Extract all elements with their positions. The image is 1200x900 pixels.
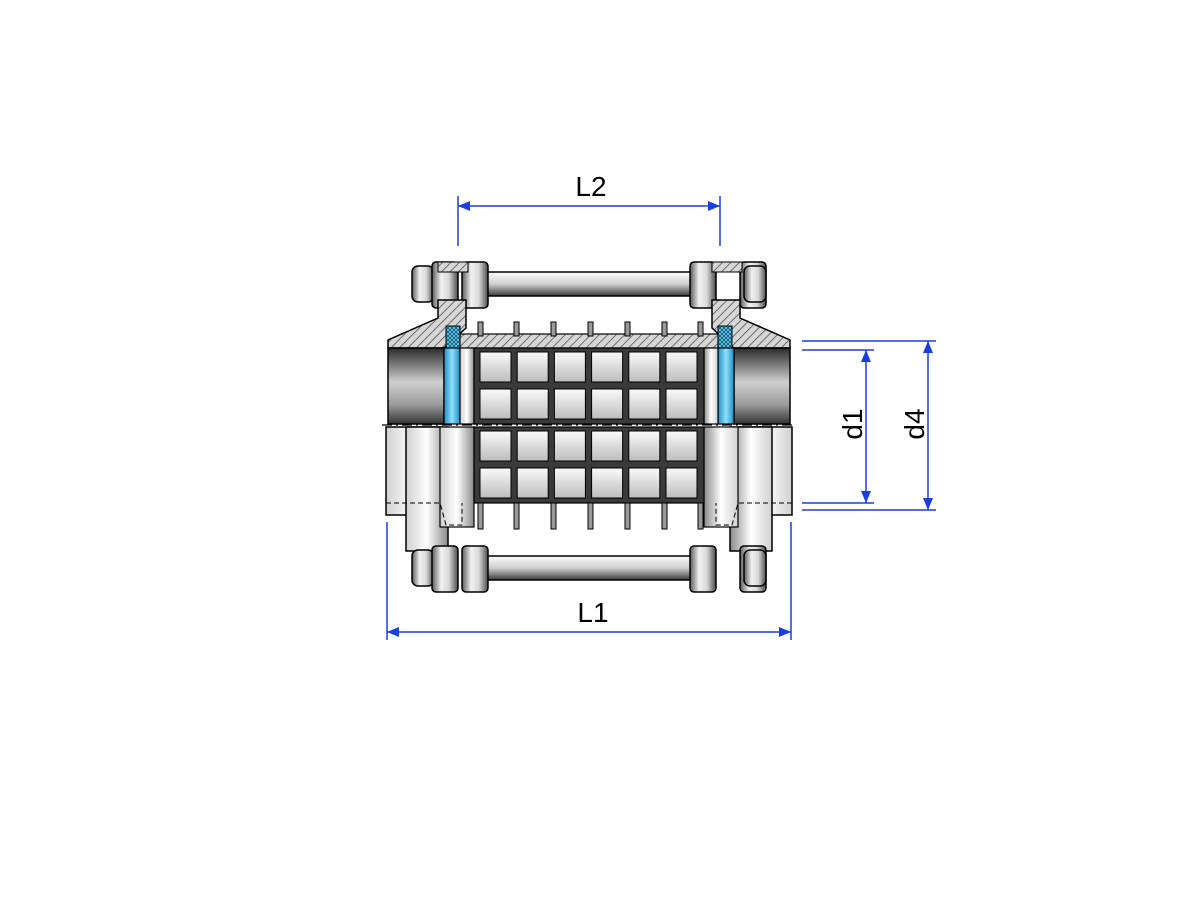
basket-right-ring-upper [703, 347, 719, 425]
basket-grid-cell [553, 467, 586, 499]
basket-grid-cell [479, 388, 512, 420]
d4-label: d4 [899, 408, 930, 439]
basket-fin [624, 502, 631, 530]
bottom-right-nut-inner [689, 545, 717, 593]
basket-grid-cell [591, 388, 624, 420]
dimension-d4: d4 [802, 340, 936, 511]
left-seal [443, 347, 461, 425]
top-right-flange-hatch [711, 261, 743, 273]
basket-grid-lower [479, 430, 698, 499]
hidden-edge-left [386, 502, 463, 526]
basket-grid-cell [591, 467, 624, 499]
basket-fin [587, 502, 594, 530]
dimension-L2: L2 [457, 171, 721, 246]
bottom-left-bolt-end [411, 549, 435, 587]
basket-grid-cell [553, 430, 586, 462]
basket-fin [624, 321, 631, 337]
basket-grid-cell [665, 467, 698, 499]
basket-grid-cell [516, 467, 549, 499]
bottom-right-bolt-end [743, 549, 767, 587]
basket-fin [697, 502, 704, 530]
basket-grid-cell [591, 351, 624, 383]
basket-grid-cell [553, 351, 586, 383]
top-bolt-assembly [411, 261, 767, 309]
basket-fin [587, 321, 594, 337]
lower-exterior [385, 426, 793, 552]
L1-label: L1 [577, 597, 608, 628]
bottom-tie-rod [484, 555, 696, 581]
basket-fin [513, 502, 520, 530]
basket-fin [477, 502, 484, 530]
basket-grid-cell [479, 430, 512, 462]
bottom-left-nut-outer [431, 545, 459, 593]
basket-fin [697, 321, 704, 337]
basket-grid-cell [628, 430, 661, 462]
right-seal-ring [717, 325, 733, 349]
basket-fin [661, 321, 668, 337]
basket-grid-cell [665, 351, 698, 383]
top-right-nut-inner [689, 261, 717, 309]
basket-grid-cell [628, 388, 661, 420]
top-left-nut-inner [461, 261, 489, 309]
basket-grid-cell [516, 388, 549, 420]
basket-grid-cell [665, 430, 698, 462]
hidden-edge-right [715, 502, 792, 526]
basket-fins-top [477, 321, 704, 337]
dimension-L1: L1 [386, 522, 792, 640]
basket-fin [550, 321, 557, 337]
basket-fins-bottom [477, 502, 704, 530]
basket-fin [513, 321, 520, 337]
basket-fin [477, 321, 484, 337]
basket-grid-cell [553, 388, 586, 420]
basket-left-ring-upper [459, 347, 475, 425]
right-seal [717, 347, 735, 425]
left-pipe-bore [387, 347, 445, 425]
d1-label: d1 [837, 408, 868, 439]
basket-grid-cell [479, 467, 512, 499]
basket-grid-cell [591, 430, 624, 462]
upper-section [387, 299, 791, 425]
basket-fin [550, 502, 557, 530]
top-tie-rod [484, 271, 696, 297]
left-seal-ring [445, 325, 461, 349]
top-left-bolt-end [411, 265, 435, 303]
basket-fin [661, 502, 668, 530]
bottom-bolt-assembly [411, 545, 767, 593]
basket-grid-upper [479, 351, 698, 420]
basket-grid-cell [516, 430, 549, 462]
dimension-d1: d1 [802, 349, 874, 504]
top-right-bolt-end [743, 265, 767, 303]
basket-grid-cell [665, 388, 698, 420]
basket-right-ring-lower [703, 426, 739, 528]
basket-grid-cell [628, 351, 661, 383]
basket-grid-cell [516, 351, 549, 383]
bottom-left-nut-inner [461, 545, 489, 593]
basket-grid-cell [628, 467, 661, 499]
L2-label: L2 [575, 171, 606, 202]
top-left-flange-hatch [437, 261, 469, 273]
basket-left-ring-lower [439, 426, 475, 528]
basket-grid-cell [479, 351, 512, 383]
right-pipe-bore [733, 347, 791, 425]
